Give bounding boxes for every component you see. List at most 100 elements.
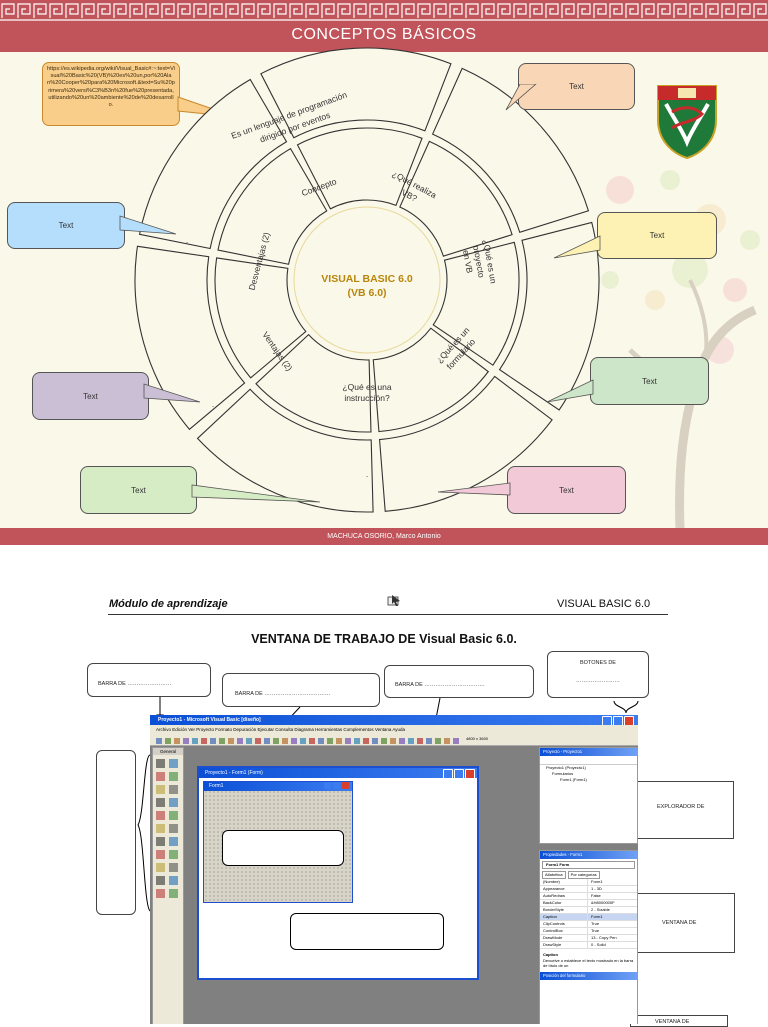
form-close-button[interactable] [342,782,349,789]
callout-bottom-green[interactable]: Text [80,466,197,514]
property-value[interactable]: &H8000000F [591,900,615,905]
child-close-button[interactable] [465,769,475,779]
toolbar-button-icon[interactable] [174,738,180,744]
form-minimize-button[interactable] [324,782,331,789]
toolbar-button-icon[interactable] [408,738,414,744]
project-tree-form[interactable]: Form1 (Form1) [560,777,587,782]
label-box-explorador[interactable]: EXPLORADOR DE [636,781,734,839]
toolbar-button-icon[interactable] [426,738,432,744]
toolbar-button-icon[interactable] [246,738,252,744]
property-value[interactable]: False [591,893,601,898]
ide-toolbar[interactable]: 4800 x 3600 [150,734,638,746]
callout-top-right[interactable]: Text [518,63,635,110]
toolbox-control-icon[interactable] [169,798,178,807]
child-maximize-button[interactable] [454,769,464,779]
label-box-barra-1[interactable]: BARRA DE …………………… [87,663,211,697]
toolbar-button-icon[interactable] [282,738,288,744]
toolbox-control-icon[interactable] [156,824,165,833]
toolbox-control-icon[interactable] [156,850,165,859]
toolbox-control-icon[interactable] [169,759,178,768]
toolbox-control-icon[interactable] [169,889,178,898]
toolbar-button-icon[interactable] [300,738,306,744]
property-value[interactable]: Form1 [591,879,603,884]
toolbar-button-icon[interactable] [165,738,171,744]
toolbar-button-icon[interactable] [435,738,441,744]
label-box-barra-2[interactable]: BARRA DE ……………………………… [222,673,380,707]
toolbar-button-icon[interactable] [237,738,243,744]
toolbar-button-icon[interactable] [291,738,297,744]
property-value[interactable]: 1 - 3D [591,886,602,891]
toolbar-button-icon[interactable] [345,738,351,744]
toolbar-button-icon[interactable] [336,738,342,744]
child-minimize-button[interactable] [443,769,453,779]
toolbox-control-icon[interactable] [156,759,165,768]
toolbar-button-icon[interactable] [264,738,270,744]
callout-left-blue[interactable]: Text [7,202,125,249]
toolbar-button-icon[interactable] [309,738,315,744]
toolbox-control-icon[interactable] [169,850,178,859]
toolbox-control-icon[interactable] [169,824,178,833]
toolbox-control-icon[interactable] [156,785,165,794]
ide-menu-bar[interactable]: Archivo Edición Ver Proyecto Formato Dep… [150,725,638,734]
toolbar-button-icon[interactable] [318,738,324,744]
toolbar-button-icon[interactable] [372,738,378,744]
toolbar-button-icon[interactable] [363,738,369,744]
toolbox-control-icon[interactable] [169,811,178,820]
toolbar-button-icon[interactable] [255,738,261,744]
properties-window[interactable]: Propiedades - Form1 Form1 Form Alfabétic… [539,850,638,1024]
tab-por-categorias[interactable]: Por categorías [567,871,600,879]
property-value[interactable]: True [591,921,600,926]
toolbox-control-icon[interactable] [156,837,165,846]
project-tree-folder[interactable]: Formularios [552,771,574,776]
toolbox-control-icon[interactable] [169,837,178,846]
toolbox-control-icon[interactable] [156,876,165,885]
property-value[interactable]: True [591,928,600,933]
tab-alfabetica[interactable]: Alfabética [542,871,566,879]
toolbar-button-icon[interactable] [327,738,333,744]
property-value[interactable]: 2 - Sizable [591,907,610,912]
toolbox-control-icon[interactable] [156,889,165,898]
callout-left-purple[interactable]: Text [32,372,149,420]
toolbar-button-icon[interactable] [417,738,423,744]
toolbox-control-icon[interactable] [169,863,178,872]
toolbar-button-icon[interactable] [156,738,162,744]
toolbar-button-icon[interactable] [219,738,225,744]
toolbar-button-icon[interactable] [381,738,387,744]
toolbox-control-icon[interactable] [156,811,165,820]
label-box-botones[interactable]: BOTONES DE …………………… [547,651,649,698]
ide-toolbox[interactable]: General [152,747,184,1024]
project-tree-root[interactable]: Proyecto1 (Proyecto1) [546,765,586,770]
toolbar-button-icon[interactable] [354,738,360,744]
overlay-box-form[interactable] [222,830,344,866]
toolbox-control-icon[interactable] [169,876,178,885]
label-box-toolbox[interactable] [96,750,136,915]
property-value[interactable]: 0 - Solid [591,942,606,947]
property-value[interactable]: Form1 [591,914,603,919]
toolbar-button-icon[interactable] [390,738,396,744]
ide-title-bar[interactable]: Proyecto1 - Microsoft Visual Basic [dise… [150,715,638,725]
toolbar-button-icon[interactable] [399,738,405,744]
property-value[interactable]: 13 - Copy Pen [591,935,617,940]
toolbar-button-icon[interactable] [444,738,450,744]
toolbar-button-icon[interactable] [273,738,279,744]
label-box-ventana-propiedades[interactable]: VENTANA DE [637,893,735,953]
label-box-barra-3[interactable]: BARRA DE …………………………… [384,665,534,698]
callout-right-yellow[interactable]: Text [597,212,717,259]
toolbar-button-icon[interactable] [210,738,216,744]
property-row[interactable]: (Nombre)Form1 [540,879,637,886]
toolbox-control-icon[interactable] [156,863,165,872]
callout-bottom-pink[interactable]: Text [507,466,626,514]
overlay-box-designer[interactable] [290,913,444,950]
toolbox-control-icon[interactable] [169,785,178,794]
form-maximize-button[interactable] [333,782,340,789]
toolbar-button-icon[interactable] [192,738,198,744]
toolbar-button-icon[interactable] [201,738,207,744]
